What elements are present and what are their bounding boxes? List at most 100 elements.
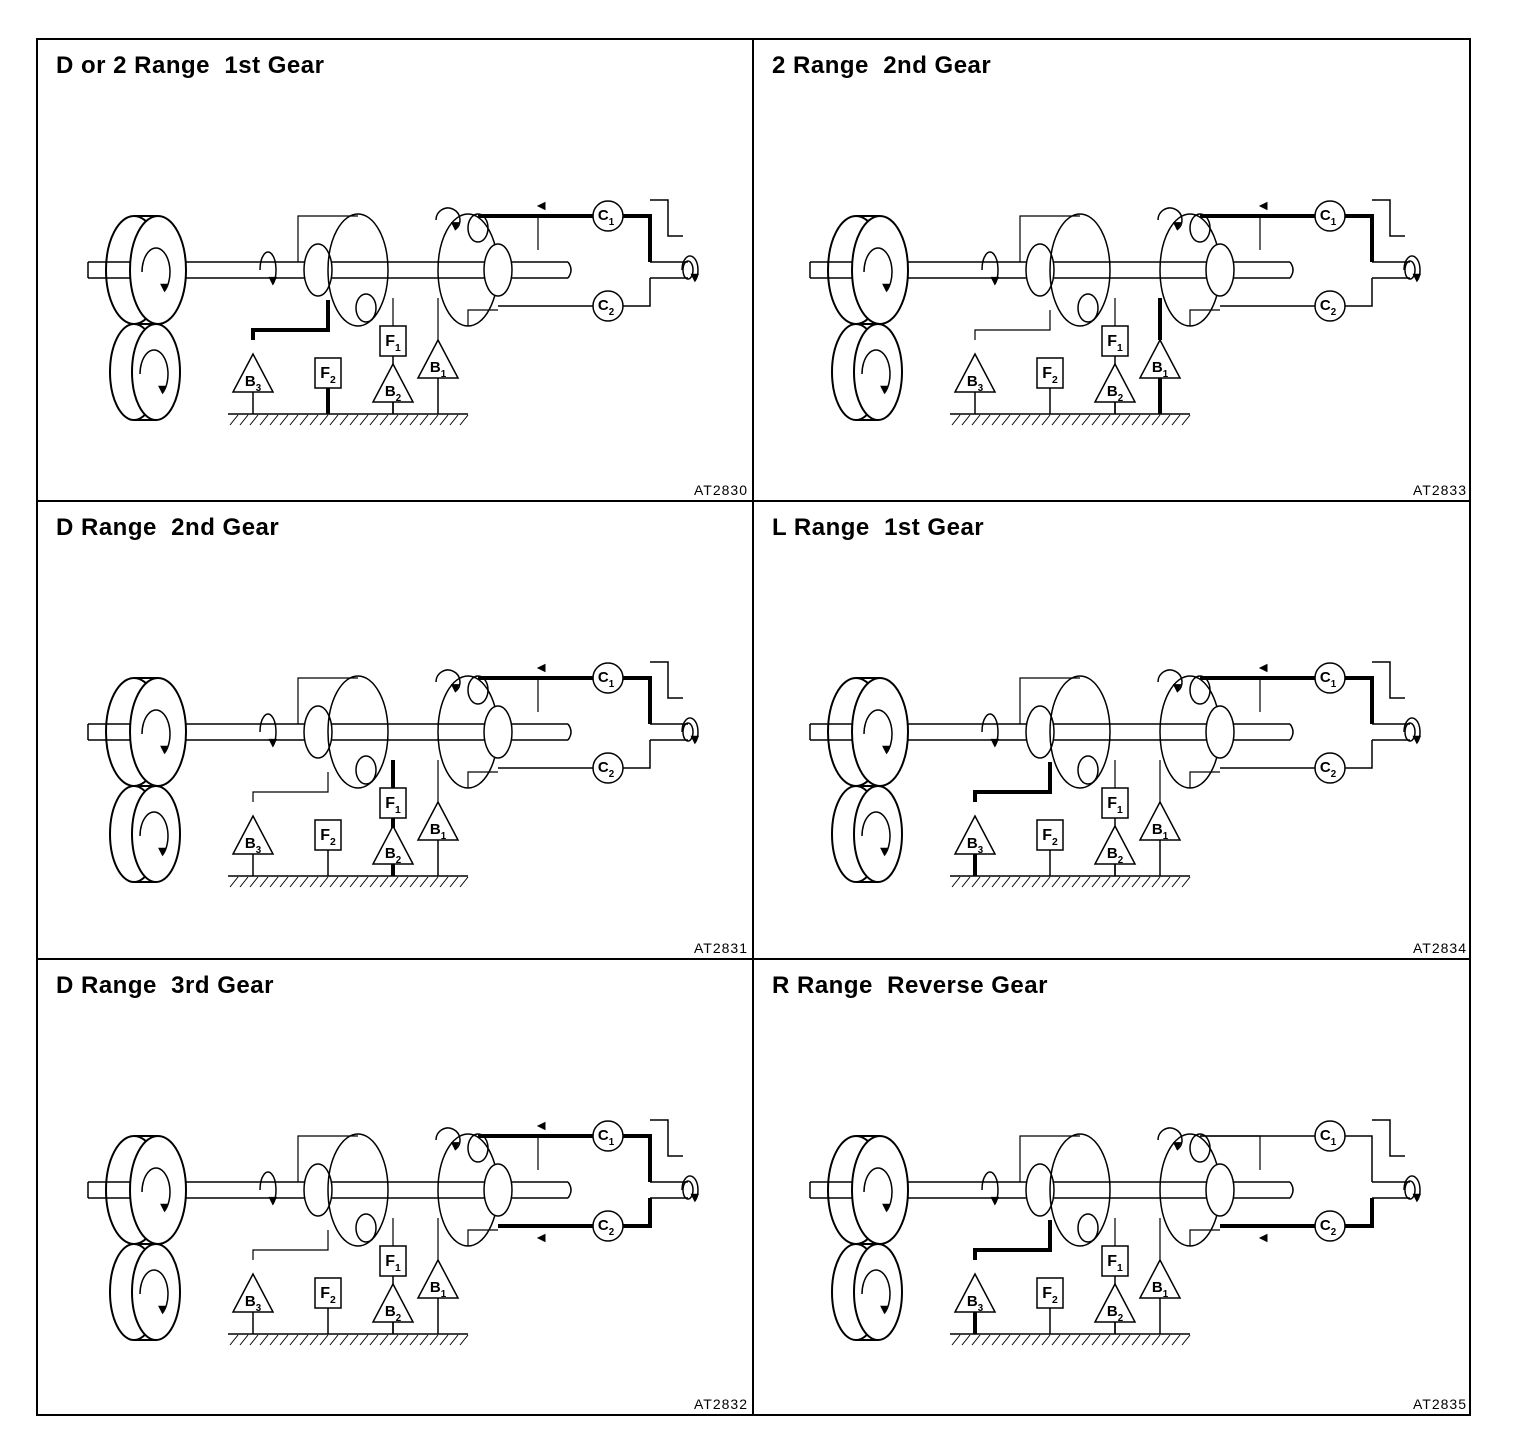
output-flange [650, 199, 683, 237]
ground-hatch [409, 414, 419, 426]
drive-rotation-arrow [863, 247, 893, 292]
rear-carrier-link [1019, 1135, 1080, 1182]
shaft-tip [1289, 1181, 1294, 1199]
ground-hatch [1171, 1334, 1181, 1346]
front-sun-hub [1205, 243, 1235, 297]
output-shaft-end [682, 722, 694, 742]
rear-carrier-link [297, 677, 358, 724]
ground-hatch [439, 414, 449, 426]
ground-hatch [1061, 1334, 1071, 1346]
rear-sun-hub [303, 1163, 333, 1217]
ground-hatch [259, 414, 269, 426]
ground-hatch [279, 1334, 289, 1346]
shaft-rotation-arrow [981, 1171, 999, 1205]
rear-ring-gear [1049, 213, 1111, 327]
ground-hatch [1071, 1334, 1081, 1346]
c1-flow-arrow [536, 1121, 546, 1131]
ground-hatch [1051, 414, 1061, 426]
front-planet-pinion [1189, 1133, 1211, 1163]
ground-hatch [1161, 876, 1171, 888]
ground-hatch [319, 876, 329, 888]
panel-title: L Range 1st Gear [772, 514, 985, 541]
driven-gear-back [131, 1243, 181, 1341]
ground-hatch [1101, 414, 1111, 426]
c1-flow-arrow [1258, 201, 1268, 211]
ground-hatch [971, 1334, 981, 1346]
rear-ring-gear [327, 1133, 389, 1247]
output-rotation-arrow-head [690, 273, 700, 283]
output-flange [1372, 1119, 1405, 1157]
front-ring-rotation-arrow-head [450, 222, 460, 231]
driven-gear-back [853, 785, 903, 883]
front-sun-hub [483, 243, 513, 297]
rear-planet-pinion [1077, 1213, 1099, 1243]
ground-hatch [349, 876, 359, 888]
driven-gear-back [853, 1243, 903, 1341]
ground-hatch [459, 876, 469, 888]
ground-hatch [951, 1334, 961, 1346]
output-rotation-arrow-head [1412, 735, 1422, 745]
rear-sun-hub [303, 705, 333, 759]
ground-hatch [1121, 876, 1131, 888]
ground-hatch [1121, 414, 1131, 426]
ground-hatch [1111, 1334, 1121, 1346]
ground-hatch [1031, 876, 1041, 888]
ground-hatch [1151, 414, 1161, 426]
shaft-rotation-arrow-head [990, 276, 1000, 286]
ground-hatch [399, 414, 409, 426]
ground-hatch [369, 1334, 379, 1346]
output-link-c2 [623, 1198, 652, 1228]
front-sun-hub [1205, 1163, 1235, 1217]
ground-hatch [369, 876, 379, 888]
ground-hatch [269, 1334, 279, 1346]
c1-flow-arrow [536, 201, 546, 211]
ground-hatch [289, 414, 299, 426]
ground-hatch [239, 876, 249, 888]
front-lower-link [1189, 1229, 1220, 1246]
shaft-tip [1289, 261, 1294, 279]
ground-hatch [1011, 414, 1021, 426]
output-link-c1 [623, 214, 652, 262]
ground-hatch [1091, 876, 1101, 888]
ground-hatch [951, 876, 961, 888]
front-ring-rotation-arrow-head [450, 684, 460, 693]
drive-rotation-arrow-head [160, 745, 169, 755]
front-ring-rotation-arrow [435, 207, 461, 231]
ground-hatch [1181, 1334, 1191, 1346]
output-link-c2 [1345, 1198, 1374, 1228]
front-ring-rotation-arrow-head [1172, 684, 1182, 693]
ground-hatch [1031, 1334, 1041, 1346]
drive-rotation-arrow-head [882, 1203, 891, 1213]
ground-hatch [249, 1334, 259, 1346]
figure-code: AT2832 [694, 1396, 748, 1412]
front-lower-link [467, 1229, 498, 1246]
shaft-rotation-arrow-head [268, 738, 278, 748]
driven-gear-back [853, 323, 903, 421]
ground-hatch [1131, 876, 1141, 888]
shaft-tip [567, 1181, 572, 1199]
output-link-c2 [623, 740, 651, 769]
ground-hatch [409, 876, 419, 888]
rear-planet-pinion [355, 293, 377, 323]
front-lower-link [467, 309, 498, 326]
ground-hatch [1101, 1334, 1111, 1346]
output-link-c1 [623, 676, 652, 724]
rear-sun-hub [1025, 705, 1055, 759]
one-way-f2 [314, 357, 342, 389]
front-ring-rotation-arrow [1157, 207, 1183, 231]
one-way-f2 [314, 819, 342, 851]
output-flange [650, 1119, 683, 1157]
driven-rotation-arrow [861, 1269, 891, 1314]
ground-hatch [399, 1334, 409, 1346]
front-sun-hub [483, 705, 513, 759]
rear-brake-link [252, 1230, 329, 1260]
shaft-tip [1289, 723, 1294, 741]
drive-gear-back [851, 215, 909, 325]
ground-hatch [339, 414, 349, 426]
rear-carrier-link [1019, 677, 1080, 724]
rear-ring-gear [327, 213, 389, 327]
